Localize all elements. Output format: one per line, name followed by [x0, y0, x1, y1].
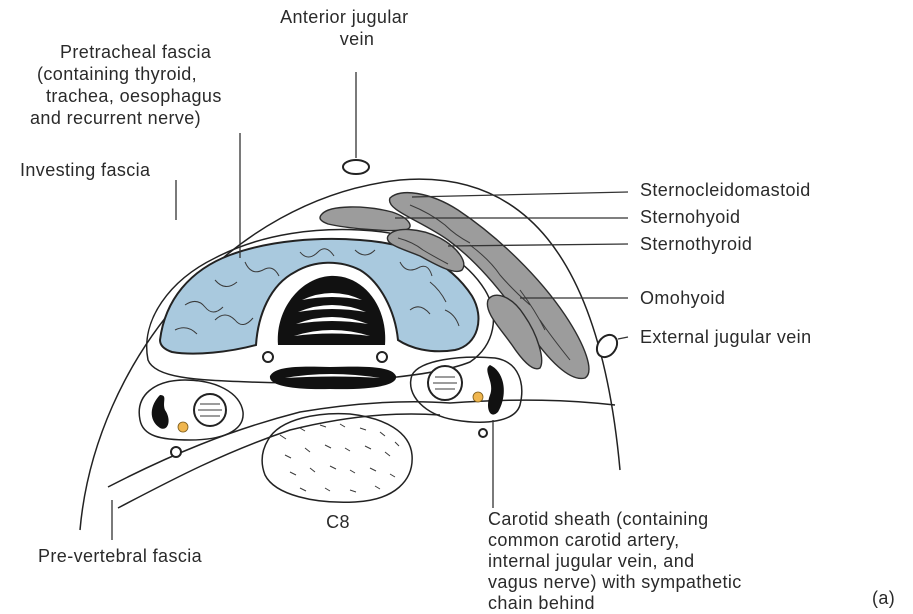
vertebral-body — [262, 414, 412, 503]
label-vertebra: C8 — [326, 512, 350, 532]
trachea — [278, 276, 385, 345]
anterior-jugular-vein — [343, 160, 369, 174]
label-sternothyroid: Sternothyroid — [640, 234, 752, 254]
internal-jugular-vein-right — [487, 365, 503, 415]
vagus-nerve-right — [473, 392, 483, 402]
recurrent-nerve-right — [377, 352, 387, 362]
label-investing-fascia: Investing fascia — [20, 160, 151, 180]
label-sternocleidomastoid: Sternocleidomastoid — [640, 180, 811, 200]
label-external-jugular-vein: External jugular vein — [640, 327, 812, 347]
oesophagus — [270, 367, 396, 390]
leader-sternocleidomastoid — [412, 192, 628, 197]
recurrent-nerve-left — [263, 352, 273, 362]
leader-external-jugular-vein — [618, 337, 628, 339]
internal-jugular-vein-left — [152, 395, 169, 429]
label-anterior-jugular-vein: Anterior jugular vein — [280, 7, 414, 49]
carotid-sheath-right — [411, 357, 522, 422]
vagus-nerve-left — [178, 422, 188, 432]
label-pre-vertebral-fascia: Pre-vertebral fascia — [38, 546, 203, 566]
sympathetic-chain-left — [171, 447, 181, 457]
label-omohyoid: Omohyoid — [640, 288, 725, 308]
label-panel-letter: (a) — [872, 588, 895, 608]
label-carotid-sheath: Carotid sheath (containing common caroti… — [488, 509, 747, 613]
sympathetic-chain-right — [479, 429, 487, 437]
label-pretracheal-fascia: Pretracheal fascia (containing thyroid, … — [30, 42, 227, 128]
vertebral-trabeculae — [280, 424, 399, 492]
label-sternohyoid: Sternohyoid — [640, 207, 740, 227]
external-jugular-vein — [593, 331, 622, 361]
